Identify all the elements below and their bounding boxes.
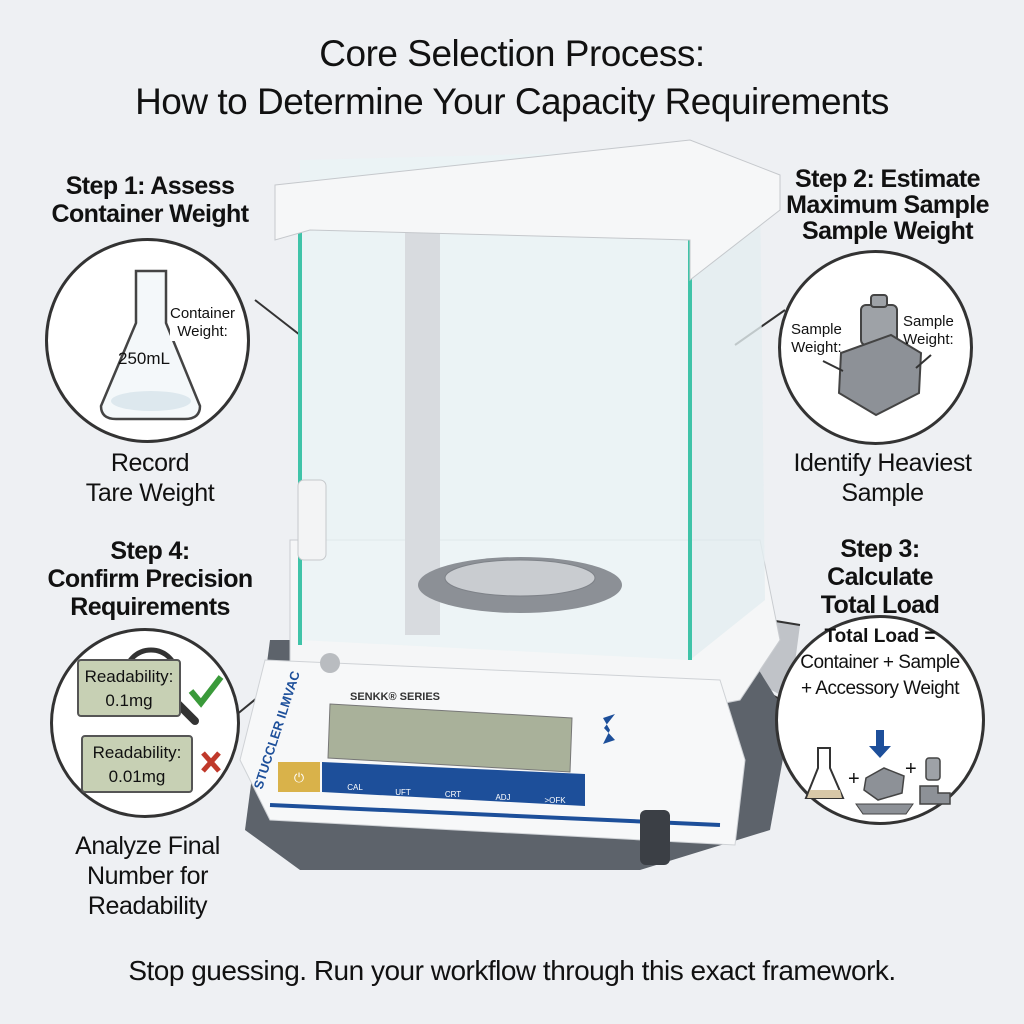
down-arrow-icon [869,730,891,758]
uft-button[interactable]: UFT [395,788,411,797]
dish-icon [855,803,914,815]
total-load-formula-title: Total Load = [824,626,936,647]
step3-circle: Total Load = Container + Sample + Access… [775,615,985,825]
accessory-icon [919,785,951,805]
erlenmeyer-flask-icon [99,269,202,421]
crt-button[interactable]: CRT [445,790,461,799]
pointer-line-step1 [254,299,301,336]
step4-circle: Readability:0.1mg Readability:0.01mg [50,628,240,818]
power-icon: ⏻ [294,770,304,785]
formula-line-2: Container + Sample [800,652,960,673]
title-line-2: How to Determine Your Capacity Requireme… [135,81,889,122]
total-load-icons [804,730,951,815]
plus-sign: + [848,768,860,790]
flask-volume-label: 250mL [118,349,170,368]
level-indicator [320,653,340,673]
readability-card-0.01mg: Readability:0.01mg [81,735,193,793]
button-strip [322,762,585,806]
footer-text: Stop guessing. Run your workflow through… [128,955,896,986]
leveling-foot [640,810,670,865]
top-frame [274,139,781,282]
page-title: Core Selection Process: How to Determine… [0,30,1024,126]
sample-rock-and-weight-icon [822,294,932,417]
title-line-1: Core Selection Process: [319,33,705,74]
cal-button[interactable]: CAL [347,783,363,792]
weighing-pan [444,559,596,597]
rear-pillar [405,205,440,635]
flask-icon [804,747,845,799]
off-button[interactable]: >OFK [544,796,566,805]
adj-button[interactable]: ADJ [495,793,510,802]
power-button[interactable] [278,762,320,792]
cross-icon [201,751,221,773]
check-icon [188,675,224,708]
formula-line-3: + Accessory Weight [800,678,960,699]
logo-icon [603,714,615,744]
series-label: SENKK® SERIES [350,691,440,703]
readability-card-0.1mg: Readability:0.1mg [77,659,181,717]
weight-icon [925,757,941,781]
plus-sign: + [905,758,917,780]
rock-icon [863,767,905,801]
lcd-display [327,703,573,773]
